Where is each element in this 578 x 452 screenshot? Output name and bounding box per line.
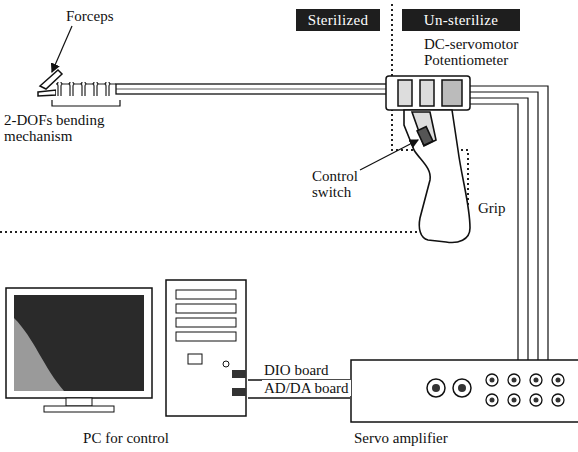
- part-label: 2-DOFs bending mechanism: [4, 112, 138, 144]
- bending-mechanism: [56, 82, 116, 96]
- pc-illustration: [4, 278, 248, 446]
- terminal-pin: [534, 378, 539, 383]
- pc-tower: [166, 280, 246, 416]
- monitor: [6, 288, 152, 398]
- pistol-grip: [404, 110, 470, 242]
- pc-unit: PC for control: [4, 278, 248, 446]
- terminal-pin: [556, 398, 561, 403]
- edge-label: DIO board: [262, 362, 331, 378]
- shaft: [116, 84, 388, 94]
- node-title: Servo amplifier: [354, 430, 448, 446]
- terminal: [552, 394, 564, 406]
- motor-housing: [386, 76, 470, 110]
- terminal-pin: [490, 398, 495, 403]
- part-label: DC-servomotor Potentiometer: [424, 36, 544, 68]
- terminal: [486, 394, 498, 406]
- terminal: [486, 374, 498, 386]
- terminal: [530, 374, 542, 386]
- screen-glare: [14, 318, 64, 391]
- terminal-pin: [512, 378, 517, 383]
- cable: [470, 86, 558, 362]
- connector-pin: [458, 384, 466, 392]
- node-title: Un-sterilize: [424, 12, 498, 28]
- leader-line: [52, 26, 72, 72]
- terminal: [508, 394, 520, 406]
- terminal: [552, 374, 564, 386]
- region-tag: Un-sterilize: [402, 9, 520, 31]
- monitor-base: [44, 406, 114, 412]
- drive-bay: [176, 290, 236, 299]
- terminal-pin: [534, 398, 539, 403]
- connector: [427, 379, 445, 397]
- node-title: PC for control: [83, 430, 169, 446]
- part-label: Control switch: [312, 168, 372, 200]
- terminal-pin: [490, 378, 495, 383]
- connector: [453, 379, 471, 397]
- terminal-pin: [556, 378, 561, 383]
- monitor-stand: [66, 398, 92, 406]
- part-label: Grip: [478, 200, 528, 216]
- floppy-slot: [188, 354, 202, 364]
- sterile-boundary: [0, 4, 468, 232]
- connector-pin: [432, 384, 440, 392]
- node-title: Sterilized: [308, 12, 368, 28]
- bracket: [52, 100, 120, 106]
- drive-bay: [176, 304, 236, 313]
- terminal: [508, 374, 520, 386]
- amplifier-case: [351, 360, 578, 422]
- io-port: [232, 388, 246, 396]
- leader-line: [360, 140, 418, 170]
- edge-label: AD/DA board: [262, 380, 351, 396]
- terminal: [530, 394, 542, 406]
- part-label: Forceps: [66, 8, 136, 24]
- io-port: [232, 370, 246, 378]
- region-tag: Sterilized: [296, 9, 380, 31]
- screen: [14, 295, 144, 391]
- power-button: [223, 361, 229, 367]
- signal-cable: [248, 397, 350, 398]
- drive-bay: [176, 318, 236, 327]
- servo-amplifier: Servo amplifier: [350, 352, 578, 446]
- terminal-pin: [512, 398, 517, 403]
- drive-bay: [176, 332, 236, 341]
